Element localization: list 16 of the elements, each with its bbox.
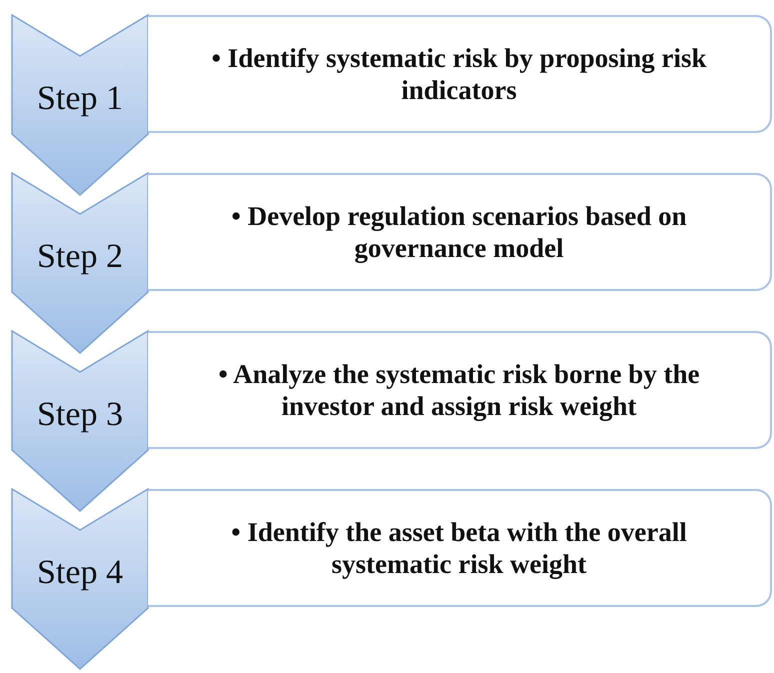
step-label: Step 2 xyxy=(36,238,124,276)
step-description: • Develop regulation scenarios based on governance model xyxy=(230,200,688,264)
text-panel xyxy=(148,489,772,607)
chevron-shape xyxy=(11,172,149,354)
step-label: Step 3 xyxy=(36,396,124,434)
chevron-shape xyxy=(11,488,149,670)
step-description: • Identify the asset beta with the overall systematic risk weight xyxy=(230,516,688,580)
text-panel xyxy=(148,331,772,449)
chevron-shape xyxy=(11,14,149,196)
text-panel xyxy=(148,173,772,291)
step-description: • Identify systematic risk by proposing risk indicators xyxy=(210,42,708,106)
step-label: Step 4 xyxy=(36,554,124,592)
step-description: • Analyze the systematic risk borne by the investor and assign risk weight xyxy=(217,358,701,422)
text-panel xyxy=(148,15,772,133)
step-label: Step 1 xyxy=(36,80,124,118)
chevron-shape xyxy=(11,330,149,512)
